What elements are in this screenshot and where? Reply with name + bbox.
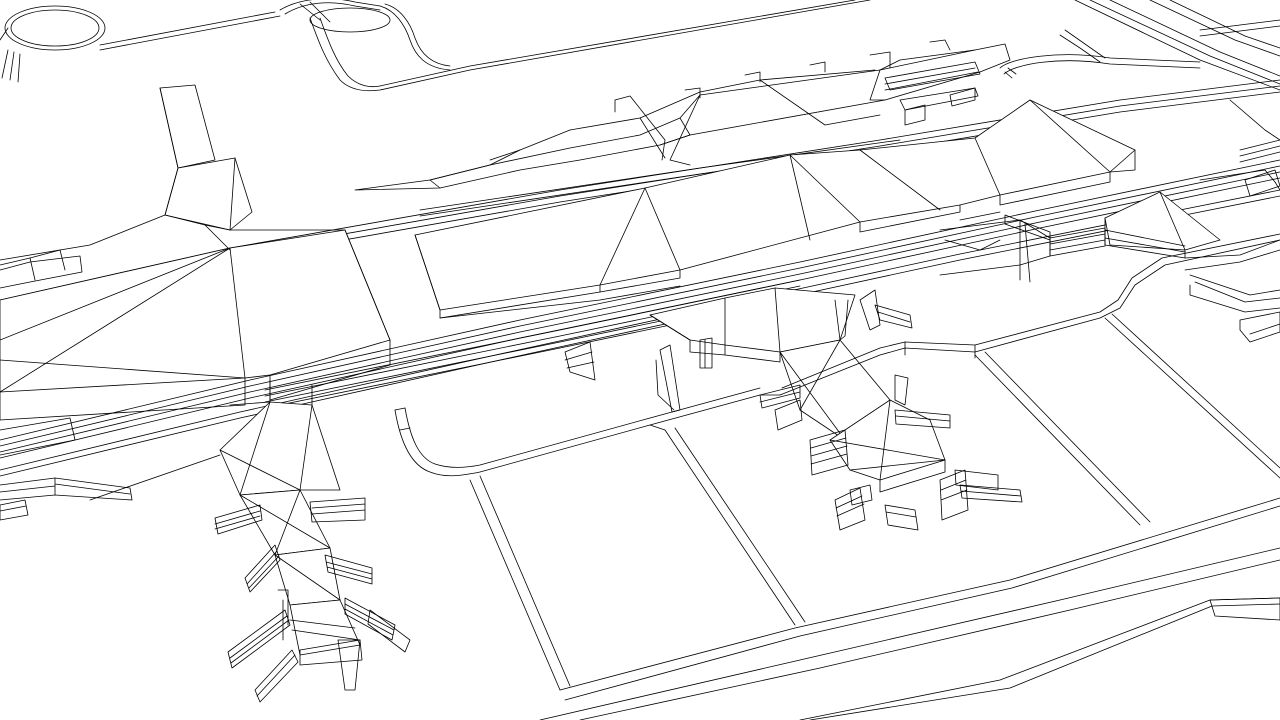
- access-roads: [99, 0, 1280, 92]
- apron-taxiway-grid: [394, 233, 1280, 720]
- main-terminal-building: [0, 84, 391, 421]
- secondary-terminal-building: [354, 39, 1011, 191]
- right-roof-chain: [939, 191, 1280, 343]
- right-pier-jet-bridges: [564, 289, 1023, 531]
- left-pier-jet-bridges: [214, 497, 411, 703]
- parking-canopy-stubs: [904, 87, 1280, 241]
- right-pier-concourse: [564, 287, 1023, 531]
- left-pier-concourse: [214, 379, 411, 703]
- lower-left-strips: [0, 417, 221, 521]
- central-hall-roof: [414, 99, 1136, 319]
- roundabout: [0, 0, 391, 83]
